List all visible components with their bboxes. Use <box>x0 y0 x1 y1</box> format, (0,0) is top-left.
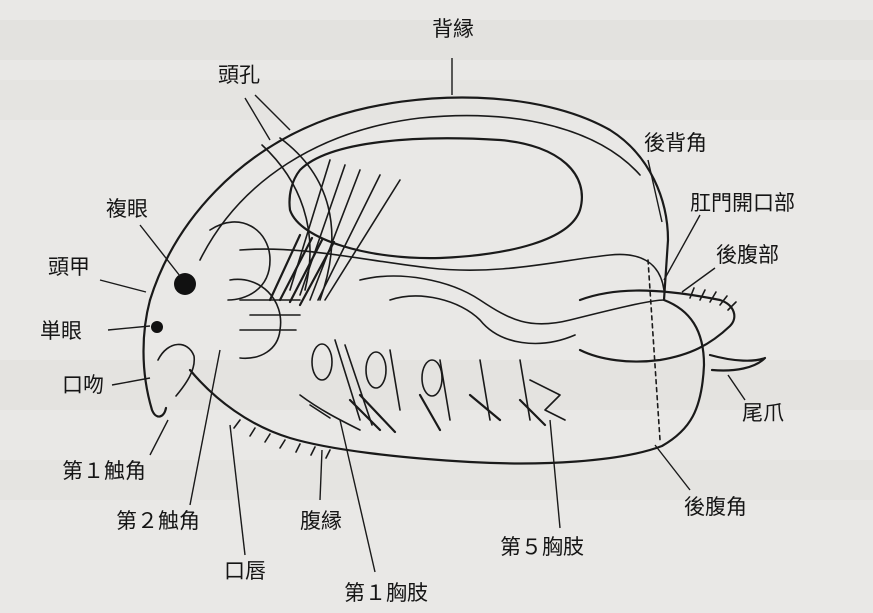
label-postabdomen: 後腹部 <box>716 243 779 267</box>
label-ocellus: 単眼 <box>40 319 82 343</box>
label-second-antenna: 第２触角 <box>116 509 200 533</box>
label-labrum: 口唇 <box>224 559 266 583</box>
label-first-antenna: 第１触角 <box>62 459 146 483</box>
label-first-thoracic-limb: 第１胸肢 <box>344 581 428 605</box>
ocellus-shape <box>151 321 163 333</box>
label-head-pore: 頭孔 <box>218 63 260 87</box>
label-dorsal-margin: 背縁 <box>432 17 474 41</box>
label-fifth-thoracic-limb: 第５胸肢 <box>500 535 584 559</box>
label-tail-claw: 尾爪 <box>742 401 784 425</box>
label-anal-opening: 肛門開口部 <box>690 191 795 215</box>
compound-eye-shape <box>174 273 196 295</box>
label-rostrum: 口吻 <box>62 373 104 397</box>
label-head-shield: 頭甲 <box>48 255 90 279</box>
label-posterior-dorsal-angle: 後背角 <box>644 131 707 155</box>
label-compound-eye: 複眼 <box>106 197 148 221</box>
label-posterior-ventral-angle: 後腹角 <box>684 495 747 519</box>
label-ventral-margin: 腹縁 <box>300 509 342 533</box>
